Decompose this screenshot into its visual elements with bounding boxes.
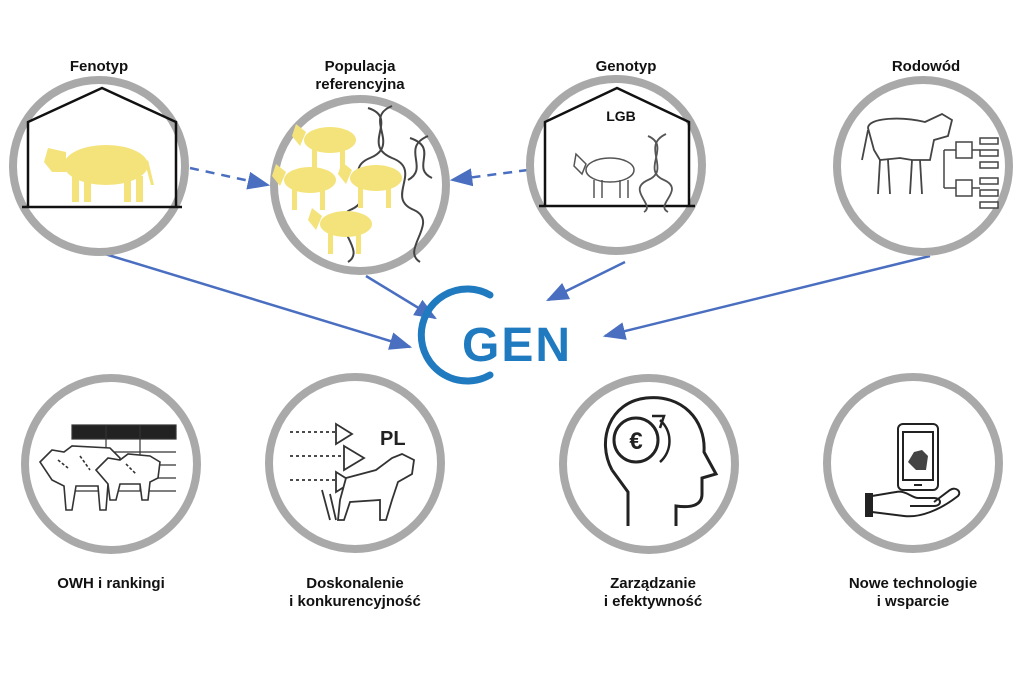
euro-coin-icon: € [612,414,671,464]
node-zarzadzanie: € [559,374,739,554]
node-doskonalenie: PL [265,373,445,553]
pedigree-tree-icon [943,137,999,209]
cow-group-icon [272,124,402,254]
cow-icon [44,145,154,202]
node-circle [526,75,706,255]
dna-icon [638,133,673,213]
label-owh: OWH i rankingi [36,575,186,593]
label-line: i konkurencyjność [289,593,421,610]
cow-outline-icon [573,152,635,198]
cows-outline-icon [38,445,161,511]
label-line: Genotyp [595,58,657,75]
label-line: Fenotyp [69,58,129,75]
arrow-genotyp-to-logo [545,260,626,302]
euro-symbol: € [629,428,642,455]
label-zarzadzanie: Zarządzanie i efektywność [578,575,728,611]
node-genotyp: LGB [526,75,706,255]
arrow-populacja-to-logo [365,274,437,320]
label-nowe: Nowe technologie i wsparcie [828,575,998,611]
label-genotyp: Genotyp [566,58,686,76]
cow-outline-icon [321,453,415,521]
label-line: referencyjna [315,76,405,93]
node-owh [21,374,201,554]
connections [104,166,931,350]
arrow-rodowod-to-logo [602,254,931,340]
label-line: i wsparcie [876,593,950,610]
label-line: Zarządzanie [610,575,696,592]
lgb-text: LGB [606,108,636,124]
logo-c-arc [417,285,494,385]
smartphone-icon [897,423,939,491]
node-nowe [823,373,1003,553]
barn-icon [22,86,182,209]
label-rodowod: Rodowód [866,58,986,76]
arrow-genotyp-to-populacja [449,168,529,187]
label-doskonalenie: Doskonalenie i konkurencyjność [265,575,445,611]
label-line: Rodowód [891,58,961,75]
cow-outline-icon [861,112,954,195]
label-fenotyp: Fenotyp [39,58,159,76]
logo-cgen: GEN [417,285,572,385]
label-line: i efektywność [603,593,703,610]
arrow-fenotyp-to-populacja [189,166,271,190]
pl-text: PL [380,428,406,450]
label-line: Nowe technologie [848,575,978,592]
label-line: Populacja [324,58,396,75]
logo-text: GEN [462,319,572,372]
barn-icon [539,86,695,208]
label-line: Doskonalenie [306,575,404,592]
node-circle [833,76,1013,256]
hand-icon [865,487,961,518]
label-line: OWH i rankingi [57,575,165,592]
node-rodowod [833,76,1013,256]
head-profile-icon [603,396,719,526]
arrow-fenotyp-to-logo [104,252,413,350]
label-populacja: Populacja referencyjna [295,58,425,94]
node-fenotyp [9,76,189,256]
node-populacja [270,95,450,275]
